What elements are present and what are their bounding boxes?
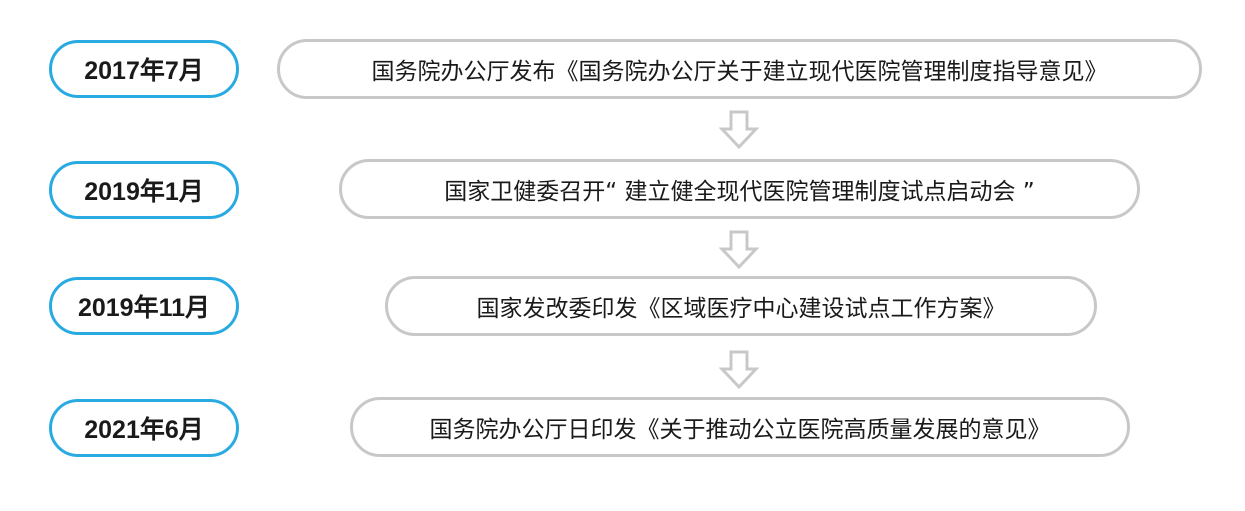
date-pill-2019-11: 2019年11月: [49, 277, 239, 335]
date-label: 2019年1月: [84, 178, 204, 206]
event-label: 国家卫健委召开“ 建立健全现代医院管理制度试点启动会 ”: [444, 179, 1035, 205]
date-label: 2021年6月: [84, 416, 204, 444]
date-label: 2019年11月: [77, 294, 211, 322]
date-pill-2017-07: 2017年7月: [49, 40, 239, 98]
event-label: 国家发改委印发《区域医疗中心建设试点工作方案》: [476, 296, 1006, 322]
down-arrow-icon: [719, 230, 759, 270]
date-pill-2021-06: 2021年6月: [49, 399, 239, 457]
event-pill-2017-07: 国务院办公厅发布《国务院办公厅关于建立现代医院管理制度指导意见》: [277, 39, 1202, 99]
event-label: 国务院办公厅发布《国务院办公厅关于建立现代医院管理制度指导意见》: [371, 59, 1108, 85]
event-label: 国务院办公厅日印发《关于推动公立医院高质量发展的意见》: [429, 417, 1051, 443]
event-pill-2021-06: 国务院办公厅日印发《关于推动公立医院高质量发展的意见》: [350, 397, 1130, 457]
down-arrow-icon: [719, 350, 759, 390]
date-pill-2019-01: 2019年1月: [49, 161, 239, 219]
date-label: 2017年7月: [84, 57, 204, 85]
down-arrow-icon: [719, 110, 759, 150]
event-pill-2019-11: 国家发改委印发《区域医疗中心建设试点工作方案》: [385, 276, 1097, 336]
event-pill-2019-01: 国家卫健委召开“ 建立健全现代医院管理制度试点启动会 ”: [339, 159, 1140, 219]
